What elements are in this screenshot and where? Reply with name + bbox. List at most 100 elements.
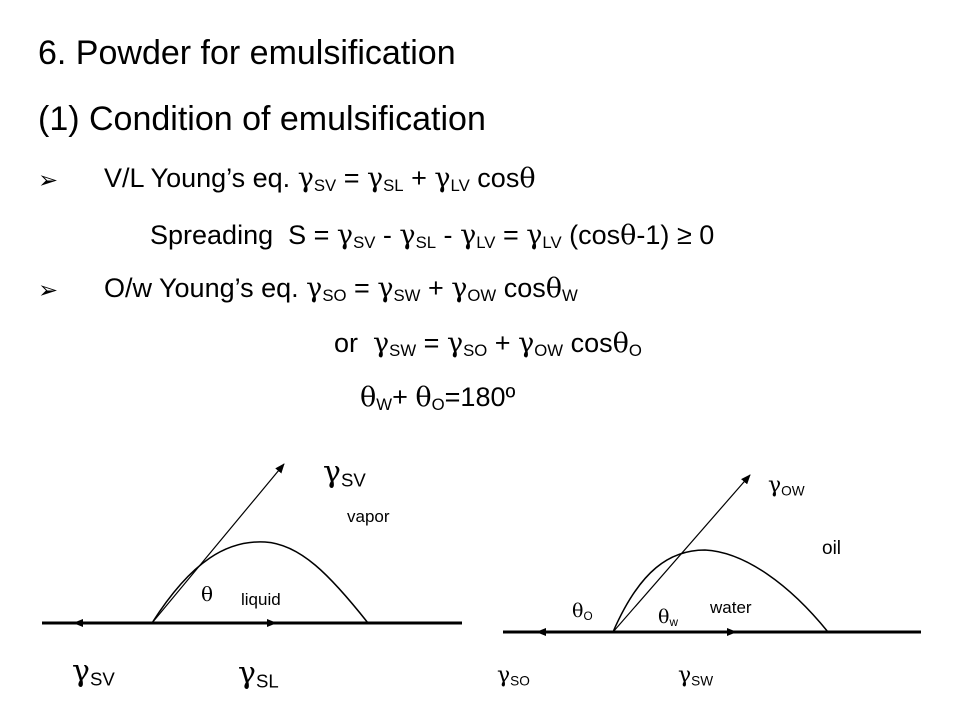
left-sv-top-sub: SV: [340, 469, 366, 491]
gamma-symbol: γ: [238, 656, 256, 691]
angle-sum-equation: θW+ θO=180º: [360, 382, 515, 415]
left-sl-sub: SL: [255, 670, 279, 692]
spreading-sv-sub: SV: [353, 233, 376, 253]
oil-label: oil: [822, 538, 842, 559]
vl-sv-sub: SV: [313, 176, 337, 196]
gamma-symbol: γ: [366, 163, 384, 194]
gamma-symbol: γ: [497, 663, 511, 688]
right-ow-sub: OW: [781, 483, 805, 499]
ow-plus: +: [427, 273, 444, 303]
water-label: water: [710, 598, 752, 617]
theta-symbol: θ: [658, 606, 670, 628]
or-eq: =: [423, 328, 440, 358]
theta-symbol: θ: [545, 273, 562, 304]
spreading-zero: 0: [699, 220, 715, 250]
gamma-symbol: γ: [323, 455, 341, 490]
slide-title: 6. Powder for emulsification: [38, 34, 456, 72]
spreading-close: -1): [636, 220, 670, 250]
theta-symbol: θ: [360, 382, 377, 413]
ow-label: O/w Young’s eq.: [104, 273, 299, 303]
vl-lv-sub: LV: [450, 176, 470, 196]
ow-sw-sub: SW: [393, 286, 421, 306]
gamma-symbol: γ: [446, 328, 464, 359]
spreading-sl-sub: SL: [415, 233, 437, 253]
right-water-drop: [612, 549, 829, 633]
ow-w-sub: W: [562, 286, 578, 306]
slide-subtitle: (1) Condition of emulsification: [38, 100, 486, 138]
right-gamma-ow-arrow: [612, 474, 751, 633]
right-so-sub: SO: [510, 673, 530, 689]
vl-sl-sub: SL: [383, 176, 404, 196]
liquid-label: liquid: [241, 590, 281, 609]
or-sw-sub: SW: [389, 341, 417, 361]
or-so-sub: SO: [463, 341, 488, 361]
sum-rest: =180º: [444, 382, 516, 412]
left-gamma-sl-label: γSL: [238, 656, 279, 693]
vl-cos: cos: [477, 163, 520, 193]
vapor-label: vapor: [347, 507, 390, 526]
left-liquid-drop: [151, 541, 369, 624]
gamma-symbol: γ: [399, 220, 416, 251]
gamma-symbol: γ: [526, 220, 543, 251]
sum-plus: +: [392, 382, 408, 412]
gamma-symbol: γ: [373, 328, 390, 359]
right-sw-sub: SW: [691, 673, 714, 689]
ow-so-sub: SO: [322, 286, 347, 306]
spreading-label: Spreading: [150, 220, 274, 250]
gamma-symbol: γ: [768, 473, 782, 498]
gamma-symbol: γ: [518, 328, 535, 359]
spreading-minus: -: [382, 220, 392, 250]
ow-ow-sub: OW: [467, 286, 497, 306]
vl-young-equation: V/L Young’s eq. γSV = γSL + γLV cosθ: [104, 163, 536, 196]
right-gamma-ow-label: γOW: [768, 472, 805, 498]
sum-o-sub: O: [431, 395, 445, 415]
gamma-symbol: γ: [434, 163, 451, 194]
vl-label: V/L Young’s eq.: [104, 163, 291, 193]
theta-symbol: θ: [415, 382, 432, 413]
or-o-sub: O: [628, 341, 642, 361]
right-theta-o-label: θO: [572, 600, 593, 623]
gamma-symbol: γ: [678, 663, 692, 688]
bullet-arrow-icon: ➢: [38, 166, 59, 194]
spreading-eq: =: [502, 220, 519, 250]
spreading-equation: Spreading S = γSV - γSL - γLV = γLV (cos…: [150, 220, 714, 253]
left-theta-label: θ: [201, 582, 214, 606]
vl-plus: +: [411, 163, 427, 193]
spreading-ge: ≥: [676, 220, 692, 250]
theta-symbol: θ: [519, 163, 536, 194]
or-word: or: [334, 328, 359, 358]
spreading-lv-sub: LV: [476, 233, 496, 253]
right-gamma-so-label: γSO: [497, 662, 530, 688]
right-theta-w-sub: w: [669, 615, 678, 629]
gamma-symbol: γ: [377, 273, 394, 304]
spreading-minus: -: [443, 220, 453, 250]
right-theta-o-sub: O: [583, 609, 593, 623]
vl-eq: =: [343, 163, 360, 193]
sum-w-sub: W: [376, 395, 393, 415]
right-gamma-sw-label: γSW: [678, 662, 713, 688]
or-equation: or γSW = γSO + γOW cosθO: [334, 328, 642, 361]
bullet-arrow-icon: ➢: [38, 276, 59, 304]
gamma-symbol: γ: [451, 273, 468, 304]
spreading-lv2-sub: LV: [542, 233, 562, 253]
right-theta-w-label: θw: [658, 606, 678, 629]
ow-eq: =: [354, 273, 370, 303]
gamma-symbol: γ: [460, 220, 477, 251]
theta-symbol: θ: [620, 220, 637, 251]
gamma-symbol: γ: [336, 220, 354, 251]
spreading-s-eq: S =: [288, 220, 330, 250]
or-plus: +: [494, 328, 511, 358]
spreading-open: (cos: [569, 220, 621, 250]
theta-symbol: θ: [572, 600, 584, 622]
or-ow-sub: OW: [534, 341, 564, 361]
gamma-symbol: γ: [306, 273, 323, 304]
gamma-symbol: γ: [297, 163, 314, 194]
left-gamma-sv-arrow: [151, 463, 285, 624]
theta-symbol: θ: [612, 328, 629, 359]
left-gamma-sv-top-label: γSV: [323, 455, 366, 492]
left-sv-bottom-sub: SV: [89, 668, 115, 690]
or-cos: cos: [570, 328, 613, 358]
left-gamma-sv-bottom-label: γSV: [72, 654, 115, 691]
gamma-symbol: γ: [72, 654, 90, 689]
